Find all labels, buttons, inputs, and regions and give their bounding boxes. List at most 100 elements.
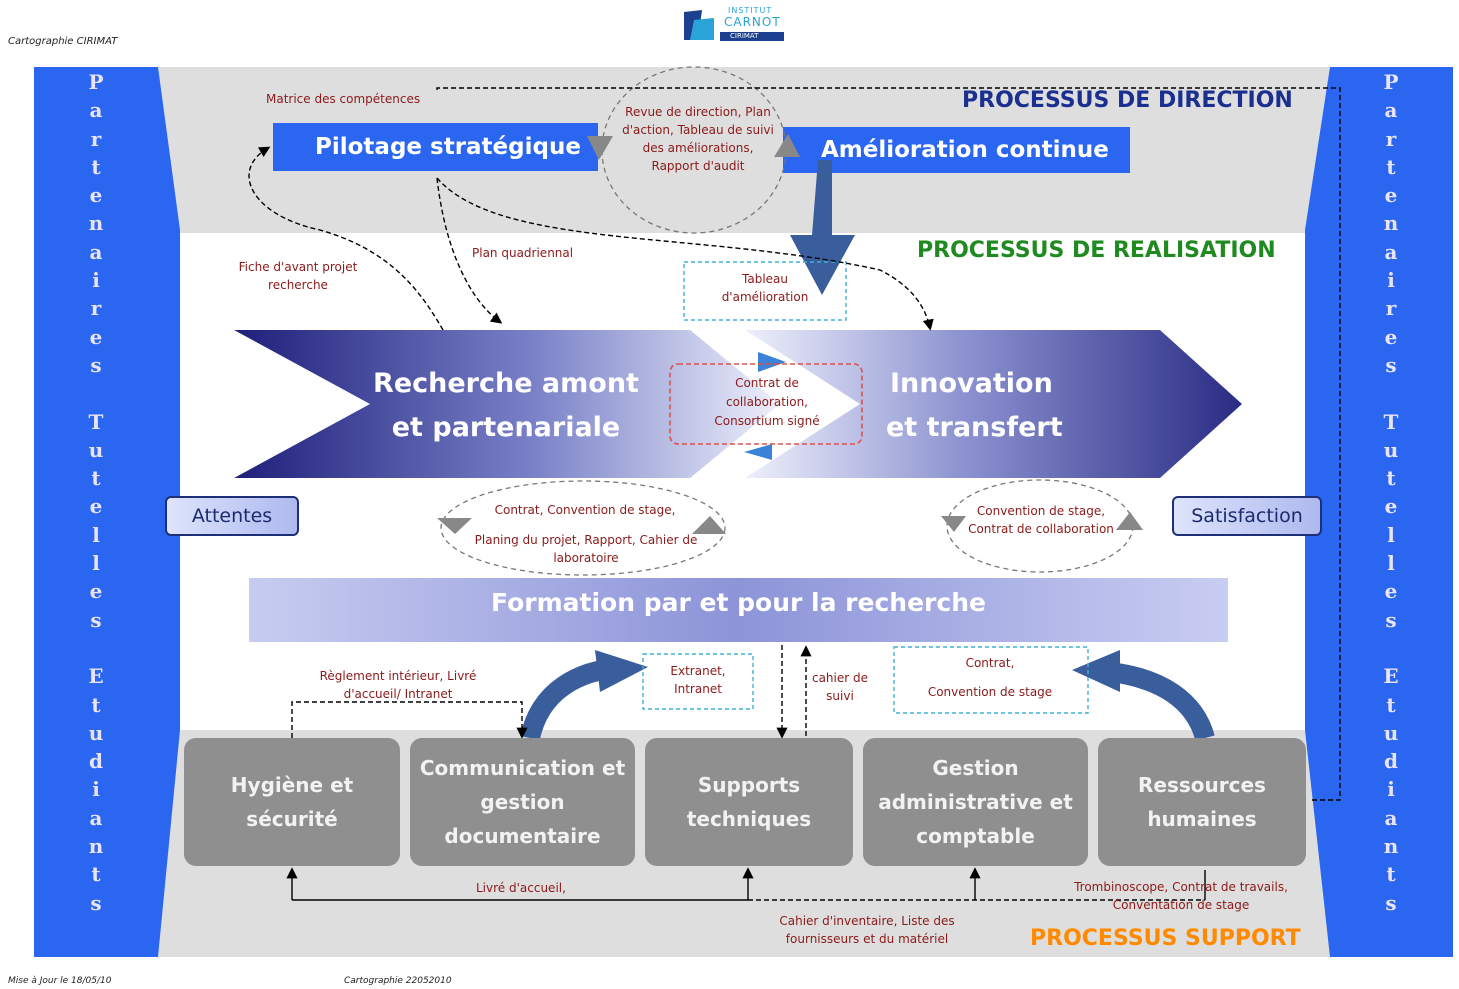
curved-arrow-right [1108,662,1215,742]
side-letter: e [89,579,103,604]
side-letter: i [1387,268,1395,293]
extranet-note: Extranet, Intranet [670,664,726,696]
support-box-label: Communication et gestion documentaire [419,756,626,848]
side-letter: e [89,183,103,208]
amelioration-box: Amélioration continue [783,127,1130,173]
side-letter: a [89,805,103,830]
side-letter: s [1385,607,1397,632]
livre-accueil-note: Livré d'accueil, [476,881,566,895]
recherche-line2: et partenariale [391,412,621,443]
side-letter: s [1385,890,1397,915]
support-box-techniques: Supports techniques [645,738,853,866]
realisation-title: PROCESSUS DE REALISATION [917,238,1276,263]
side-letter: t [91,154,101,179]
side-letter: t [91,466,101,491]
side-letter: i [92,268,100,293]
attentes-pill: Attentes [165,496,299,536]
recherche-chevron [234,330,780,478]
side-letter: r [90,126,102,151]
side-letter: l [92,551,100,576]
satisfaction-pill: Satisfaction [1172,496,1322,536]
side-letter: e [1384,579,1398,604]
contrat-conv-line1: Contrat, [965,656,1015,670]
side-letter: l [92,522,100,547]
plan-note: Plan quadriennal [472,246,574,260]
side-letter: u [1383,720,1399,745]
side-letter: u [88,437,104,462]
recherche-label: Recherche amont et partenariale [370,362,642,450]
side-letter: E [88,664,104,689]
side-letter: s [90,890,102,915]
fiche-note: Fiche d'avant projet recherche [238,260,358,292]
side-letter: l [1387,551,1395,576]
support-box-label: Ressources humaines [1138,773,1266,831]
pilotage-box: Pilotage stratégique [273,123,598,171]
tableau-note: Tableau d'amélioration [721,272,809,304]
logo-line3: CIRIMAT [730,32,759,40]
innovation-line1: Innovation [890,368,1053,399]
contrat-conv-line2: Convention de stage [927,685,1053,699]
side-letter: s [1385,352,1397,377]
ellipse-left-line1: Contrat, Convention de stage, [494,503,676,517]
ellipse-left-line2: Planing du projet, Rapport, Cahier de la… [474,533,698,565]
support-box-gestion: Gestion administrative et comptable [863,738,1088,866]
reglement-note: Règlement intérieur, Livré d'accueil/ In… [319,669,477,701]
side-letter: u [1383,437,1399,462]
support-box-hygiene: Hygiène et sécurité [184,738,400,866]
footer-updated: Mise à Jour le 18/05/10 [8,976,112,986]
side-letter: u [88,720,104,745]
direction-title: PROCESSUS DE DIRECTION [962,88,1293,113]
side-letter: T [1383,409,1399,434]
cahier-inventaire-note: Cahier d'inventaire, Liste des fournisse… [779,914,955,946]
side-letter: n [1383,834,1399,859]
header-caption: Cartographie CIRIMAT [8,36,118,47]
revue-note: Revue de direction, Plan d'action, Table… [622,105,774,173]
side-letter: s [90,607,102,632]
side-letter: n [1383,211,1399,236]
support-box-label: Gestion administrative et comptable [878,756,1073,848]
logo-line1: INSTITUT [728,6,773,15]
formation-bar [249,578,1228,642]
carnot-logo-icon [684,10,784,41]
innovation-label: Innovation et transfert [886,362,1063,450]
side-letter: a [1384,239,1398,264]
side-letter: t [1386,154,1396,179]
side-letter: a [89,239,103,264]
side-letter: i [1387,777,1395,802]
support-title: PROCESSUS SUPPORT [1030,926,1301,951]
innovation-chevron [745,330,1242,478]
side-letter: r [90,296,102,321]
side-letter: r [1385,296,1397,321]
side-letter: e [1384,494,1398,519]
support-box-communication: Communication et gestion documentaire [410,738,635,866]
cahier-suivi-note: cahier de suivi [811,671,869,703]
support-box-label: Hygiène et sécurité [230,773,354,831]
contrat-collab-note: Contrat de collaboration, Consortium sig… [714,376,820,428]
side-letter: d [89,749,103,774]
side-letter: P [88,70,104,94]
side-letter: l [1387,522,1395,547]
support-box-label: Supports techniques [686,773,812,831]
footer-doc-ref: Cartographie 22052010 [344,976,452,986]
side-letter: P [1383,70,1399,94]
side-letter: t [91,692,101,717]
side-letter: n [88,211,104,236]
side-letter: s [90,352,102,377]
side-letter: E [1383,664,1399,689]
side-letter: T [88,409,104,434]
ellipse-right-note: Convention de stage, Contrat de collabor… [968,504,1114,536]
side-letter: e [89,494,103,519]
side-letter: a [89,98,103,123]
side-letter: t [1386,466,1396,491]
logo-line2: CARNOT [724,15,781,29]
side-letter: t [91,862,101,887]
side-letter: a [1384,98,1398,123]
side-letter: d [1384,749,1398,774]
side-letter: n [88,834,104,859]
side-letter: e [1384,324,1398,349]
support-box-rh: Ressources humaines [1098,738,1306,866]
